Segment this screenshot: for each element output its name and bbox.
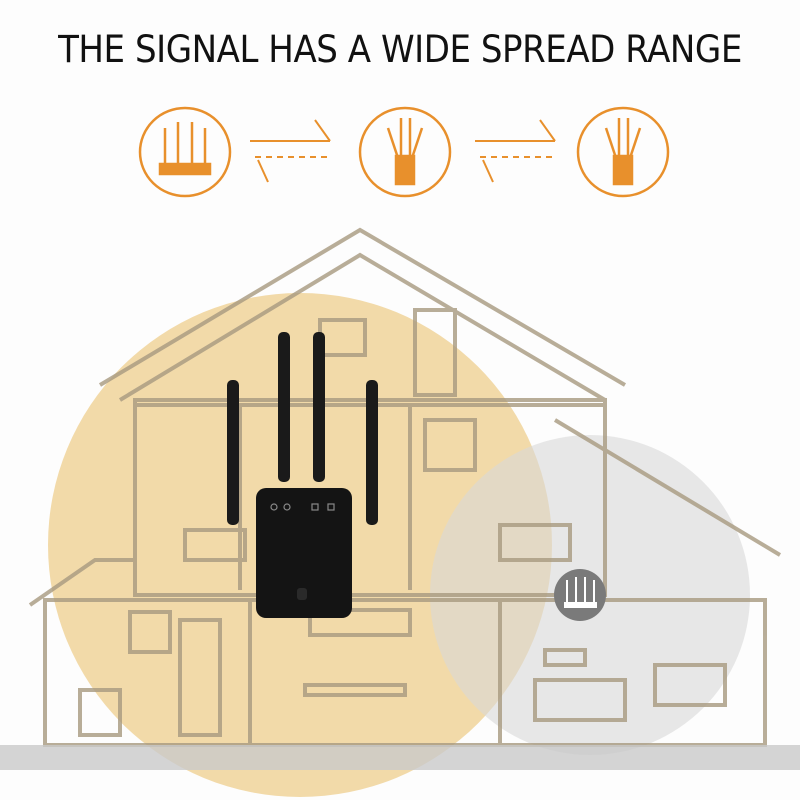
headline: THE SIGNAL HAS A WIDE SPREAD RANGE [58,28,742,71]
extender-icon [358,106,452,198]
arrow-exchange-icon [250,119,331,183]
router-icon [138,106,232,198]
arrow-exchange-icon [475,119,556,183]
ground [0,745,800,770]
house-outline [28,227,782,747]
wifi-extender-device [227,332,378,618]
router-icon [554,569,606,621]
extender-icon [576,106,670,198]
